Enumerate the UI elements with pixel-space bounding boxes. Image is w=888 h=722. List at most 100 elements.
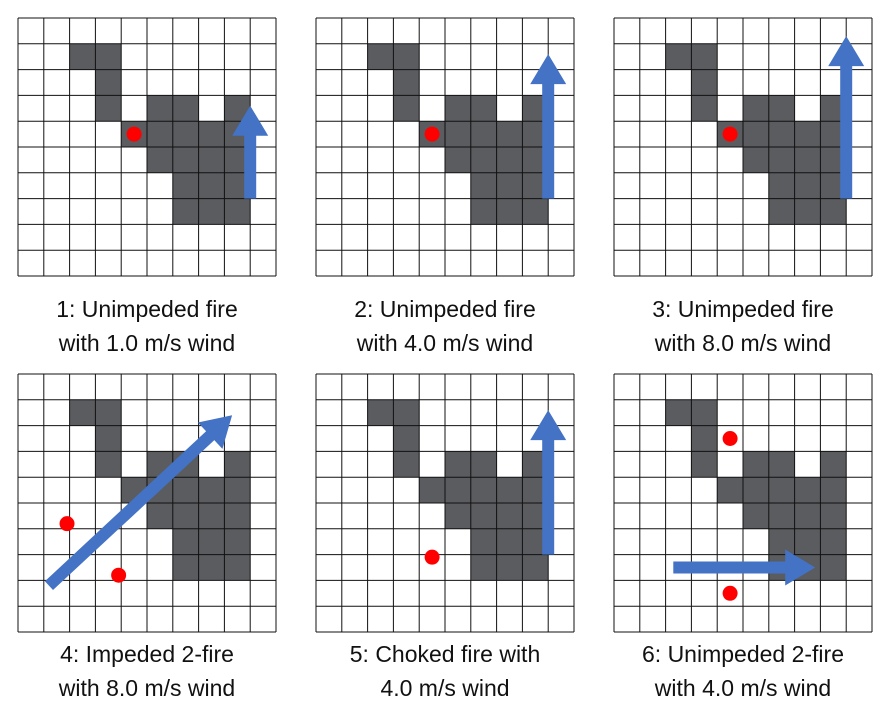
obstacle-cell: [743, 503, 769, 529]
obstacle-cell: [470, 451, 497, 478]
obstacle-cell: [147, 503, 173, 529]
obstacle-cell: [198, 554, 225, 581]
obstacle-cell: [496, 198, 523, 225]
obstacle-cell: [691, 399, 718, 426]
obstacle-cell: [794, 477, 821, 503]
obstacle-cell: [794, 121, 821, 147]
obstacle-cell: [794, 528, 821, 555]
obstacle-cell: [768, 503, 795, 529]
obstacle-cell: [147, 95, 173, 122]
obstacle-cell: [665, 43, 692, 70]
obstacle-cell: [717, 477, 743, 503]
obstacle-cell: [794, 147, 821, 173]
obstacle-cell: [691, 451, 718, 478]
obstacle-cell: [470, 95, 497, 122]
caption-3-line-2: with 8.0 m/s wind: [654, 330, 832, 356]
obstacle-cell: [691, 69, 718, 96]
fire-icon: [424, 126, 440, 142]
obstacle-cell: [393, 95, 420, 122]
obstacle-cell: [768, 528, 795, 555]
obstacle-cell: [172, 95, 199, 122]
obstacle-cell: [445, 503, 471, 529]
fire-icon: [111, 567, 127, 583]
obstacle-cell: [768, 451, 795, 478]
wind-arrow-icon: [232, 105, 269, 199]
caption-6-line-2: with 4.0 m/s wind: [654, 675, 832, 701]
grid-panel-2: [315, 17, 575, 277]
obstacle-cell: [496, 554, 523, 581]
caption-4-line-1: 4: Impeded 2-fire: [60, 641, 234, 667]
obstacle-cell: [198, 198, 225, 225]
caption-3-line-1: 3: Unimpeded fire: [652, 296, 834, 322]
obstacle-cell: [224, 451, 251, 478]
obstacle-cell: [172, 503, 199, 529]
obstacle-cell: [367, 43, 394, 70]
obstacle-cell: [419, 477, 445, 503]
obstacle-cell: [224, 198, 251, 225]
caption-5: 5: Choked fire with 4.0 m/s wind: [296, 637, 594, 705]
obstacle-cell: [224, 477, 251, 503]
wind-arrow-icon: [530, 54, 567, 199]
obstacle-cell: [172, 198, 199, 225]
wind-arrow-icon: [44, 415, 233, 590]
obstacle-cell: [393, 425, 420, 452]
obstacle-cell: [470, 121, 497, 147]
obstacle-cell: [445, 477, 471, 503]
obstacle-cell: [198, 172, 225, 199]
obstacle-cell: [393, 69, 420, 96]
obstacle-cell: [768, 477, 795, 503]
obstacle-cell: [820, 554, 847, 581]
fire-icon: [722, 126, 738, 142]
obstacle-cell: [445, 95, 471, 122]
caption-2-line-2: with 4.0 m/s wind: [356, 330, 534, 356]
obstacle-cell: [743, 147, 769, 173]
obstacle-cell: [172, 172, 199, 199]
wind-arrow-icon: [530, 410, 567, 555]
obstacle-cell: [147, 147, 173, 173]
grid-panel-6: [613, 373, 873, 633]
obstacle-cell: [95, 43, 122, 70]
obstacle-cell: [470, 503, 497, 529]
obstacle-cell: [367, 399, 394, 426]
caption-1-line-2: with 1.0 m/s wind: [58, 330, 236, 356]
obstacle-cell: [147, 121, 173, 147]
obstacle-cell: [224, 503, 251, 529]
caption-1-line-1: 1: Unimpeded fire: [56, 296, 238, 322]
obstacle-cell: [794, 198, 821, 225]
obstacle-cell: [794, 172, 821, 199]
fire-icon: [424, 549, 440, 565]
fire-icon: [126, 126, 142, 142]
obstacle-cell: [95, 69, 122, 96]
obstacle-cell: [794, 503, 821, 529]
obstacle-cell: [496, 172, 523, 199]
obstacle-cell: [691, 43, 718, 70]
obstacle-cell: [768, 147, 795, 173]
obstacle-cell: [198, 121, 225, 147]
obstacle-cell: [95, 399, 122, 426]
obstacle-cell: [496, 121, 523, 147]
obstacle-cell: [95, 95, 122, 122]
obstacle-cell: [768, 172, 795, 199]
obstacle-cell: [69, 43, 96, 70]
obstacle-cell: [470, 198, 497, 225]
obstacle-cell: [522, 554, 549, 581]
obstacle-cell: [172, 147, 199, 173]
obstacle-cell: [470, 172, 497, 199]
wind-arrow-icon: [828, 36, 865, 199]
obstacle-cell: [820, 477, 847, 503]
obstacle-cell: [224, 554, 251, 581]
wind-arrow-icon: [673, 549, 816, 586]
obstacle-cell: [172, 121, 199, 147]
caption-3: 3: Unimpeded fire with 8.0 m/s wind: [594, 292, 888, 360]
obstacle-cell: [393, 451, 420, 478]
grid-panel-1: [17, 17, 277, 277]
obstacle-cell: [445, 147, 471, 173]
obstacle-cell: [172, 528, 199, 555]
fire-icon: [722, 585, 738, 601]
obstacle-cell: [768, 95, 795, 122]
obstacle-cell: [743, 121, 769, 147]
obstacle-cell: [172, 477, 199, 503]
obstacle-cell: [768, 121, 795, 147]
obstacle-cell: [691, 95, 718, 122]
caption-5-line-1: 5: Choked fire with: [349, 641, 541, 667]
